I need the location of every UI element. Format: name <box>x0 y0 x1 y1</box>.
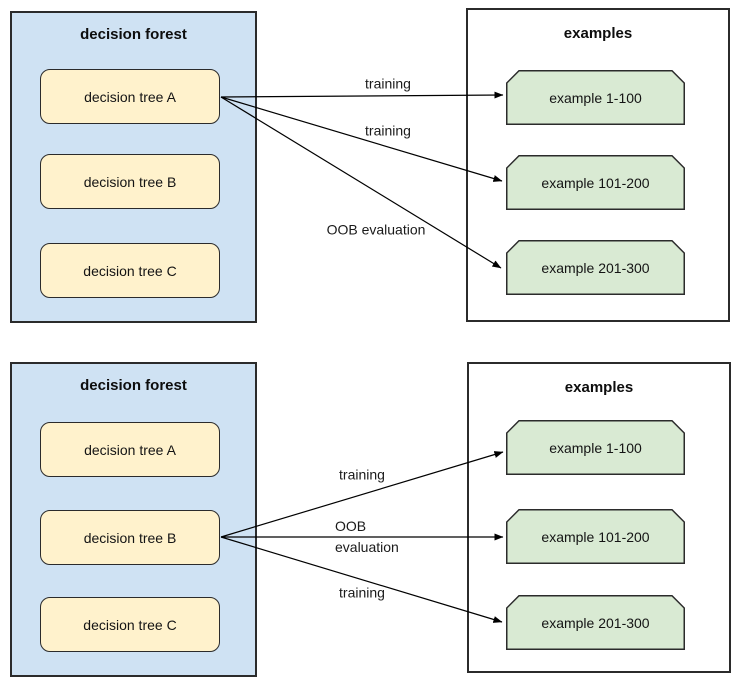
example-1-100-node: example 1-100 <box>506 70 685 125</box>
decision-tree-a-label: decision tree A <box>84 88 176 105</box>
decision-tree-c-node: decision tree C <box>40 243 220 298</box>
card-shape <box>506 420 685 475</box>
example-101-200-node: example 101-200 <box>506 509 685 564</box>
example-201-300-node: example 201-300 <box>506 240 685 295</box>
examples-title: examples <box>563 25 633 42</box>
card-shape <box>506 509 685 564</box>
decision-tree-a-node: decision tree A <box>40 69 220 124</box>
example-201-300-node: example 201-300 <box>506 595 685 650</box>
arrow-label-training-1: training <box>365 75 411 92</box>
decision-forest-title: decision forest <box>80 26 187 43</box>
decision-tree-c-label: decision tree C <box>83 616 177 633</box>
examples-title: examples <box>564 379 634 396</box>
example-101-200-label: example 101-200 <box>541 174 650 191</box>
decision-tree-b-node: decision tree B <box>40 510 220 565</box>
decision-tree-a-node: decision tree A <box>40 422 220 477</box>
arrow-label-training-2: training <box>339 584 385 601</box>
arrow-label-training-1: training <box>339 466 385 483</box>
decision-tree-c-node: decision tree C <box>40 597 220 652</box>
card-shape <box>506 595 685 650</box>
decision-tree-b-node: decision tree B <box>40 154 220 209</box>
card-shape <box>506 240 685 295</box>
decision-tree-a-label: decision tree A <box>84 441 176 458</box>
example-1-100-node: example 1-100 <box>506 420 685 475</box>
example-101-200-node: example 101-200 <box>506 155 685 210</box>
decision-tree-b-label: decision tree B <box>83 529 177 546</box>
example-201-300-label: example 201-300 <box>541 259 650 276</box>
card-shape <box>506 70 685 125</box>
decision-forest-title: decision forest <box>80 377 187 394</box>
example-1-100-label: example 1-100 <box>549 89 642 106</box>
example-101-200-label: example 101-200 <box>541 528 650 545</box>
example-201-300-label: example 201-300 <box>541 614 650 631</box>
decision-tree-c-label: decision tree C <box>83 262 177 279</box>
example-1-100-label: example 1-100 <box>549 439 642 456</box>
decision-tree-b-label: decision tree B <box>83 173 177 190</box>
card-shape <box>506 155 685 210</box>
arrow-label-oob-evaluation: OOB evaluation <box>335 518 399 555</box>
